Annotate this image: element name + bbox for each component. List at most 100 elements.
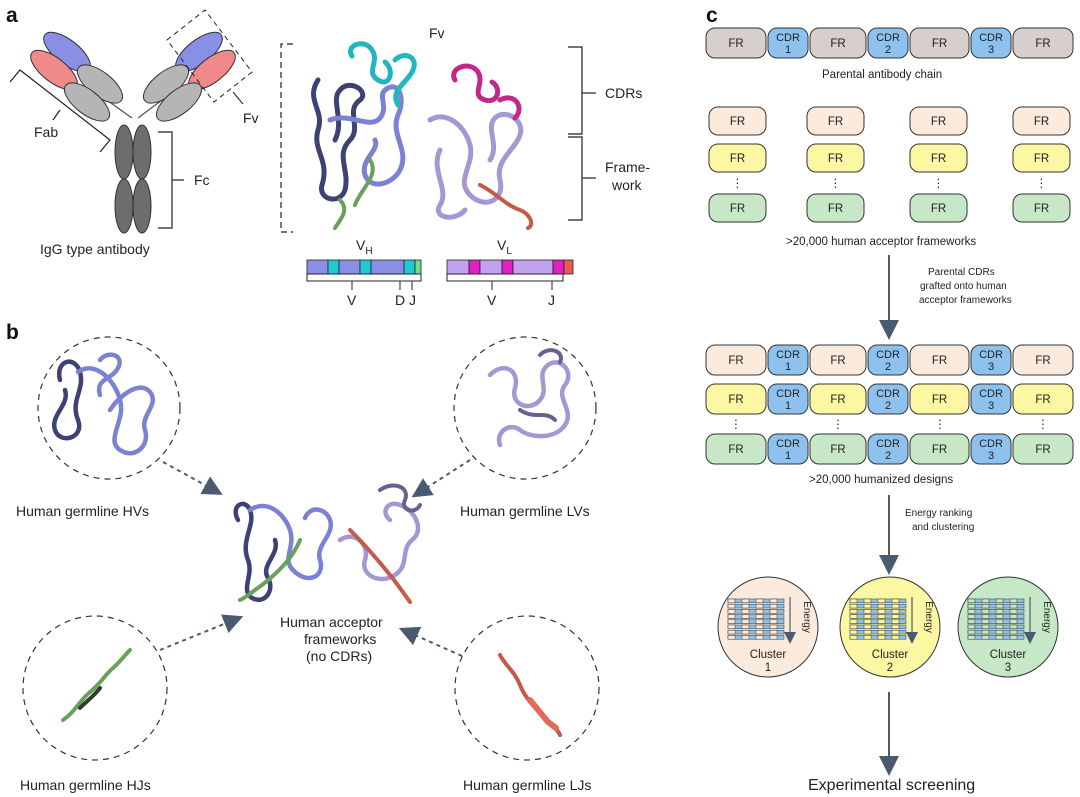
cluster-fr-seg: [877, 635, 886, 640]
fc-bracket: [158, 131, 173, 229]
lj-strand: [527, 697, 559, 731]
fc-domain-ch2-right: [132, 124, 152, 180]
fr-box: [809, 27, 867, 59]
designs-caption: >20,000 humanized designs: [809, 474, 953, 486]
acceptor-fr-text: FR: [1034, 116, 1049, 128]
energy-clusters: EnergyCluster1EnergyCluster2EnergyCluste…: [717, 576, 1059, 678]
lv-arrow: [411, 459, 471, 498]
acceptor-fr-text: FR: [1034, 203, 1049, 215]
vh-bar-segment: [370, 259, 405, 275]
cluster-fr-seg: [1009, 603, 1018, 609]
cluster-fr-seg: [741, 614, 750, 619]
cluster-fr-seg: [891, 598, 900, 604]
fr-box: [705, 27, 767, 59]
fv-dashed-bracket: [280, 43, 293, 233]
acceptor-fr-box: [1012, 193, 1071, 223]
fr-text: FR: [1035, 38, 1050, 50]
acceptor-fr-box: [909, 106, 968, 136]
cluster-fr-seg: [863, 603, 872, 609]
vh-seg-v: V: [347, 292, 357, 308]
cluster-fr-seg: [981, 629, 990, 635]
cdr-text: CDR: [876, 388, 900, 400]
acceptor-dots: ⋮: [830, 178, 842, 190]
vh-seg-j: J: [409, 292, 416, 308]
acceptor-fr-text: FR: [931, 153, 946, 165]
vh-seg-d: D: [395, 292, 405, 308]
fr-text: FR: [728, 38, 743, 50]
hj-structure-dark: [78, 686, 102, 710]
cluster-fr-seg: [877, 603, 886, 609]
vl-bar-segment: [468, 259, 481, 275]
panel-a-letter: a: [6, 4, 18, 27]
vl-ribbon: [427, 111, 524, 220]
cdr-text: CDR: [776, 438, 800, 450]
cluster-fr-seg: [755, 609, 764, 614]
vl-bar-segment: [446, 259, 470, 275]
fv-title: Fv: [429, 25, 445, 41]
cluster-fr-seg: [995, 619, 1004, 624]
design-dots: ⋮: [1037, 419, 1049, 431]
lj-arrow: [398, 626, 463, 657]
acceptor-caption: >20,000 human acceptor frameworks: [786, 236, 976, 248]
acceptor-fr-text: FR: [730, 203, 745, 215]
cdr-box: [970, 383, 1012, 415]
cdr-number: 2: [885, 450, 891, 462]
lv-structure: [487, 348, 571, 448]
acceptor-fr-box: [708, 143, 767, 173]
acceptor-fr-text: FR: [828, 116, 843, 128]
cluster-fr-seg: [769, 635, 778, 640]
fr-box: [909, 433, 970, 465]
right-cl-domain: [155, 82, 203, 122]
cluster-fr-seg: [769, 614, 778, 619]
cluster-fr-seg: [769, 609, 778, 614]
cluster-fr-seg: [863, 598, 872, 604]
cluster-fr-seg: [967, 635, 976, 640]
graft-step-2: grafted onto human: [920, 281, 1007, 292]
cluster-fr-seg: [1009, 635, 1018, 640]
cluster-fr-seg: [755, 598, 764, 604]
vl-bar-segment: [563, 259, 574, 275]
cluster-fr-seg: [877, 629, 886, 635]
vl-seg-j: J: [548, 292, 555, 308]
lj-circle: [454, 615, 600, 761]
fr-box: [1012, 344, 1074, 376]
cluster-fr-seg: [863, 609, 872, 614]
acceptor-fr-box: [1012, 106, 1071, 136]
cluster-fr-seg: [769, 603, 778, 609]
cluster-fr-seg: [741, 629, 750, 635]
fr-box: [809, 344, 867, 376]
fr-text: FR: [932, 38, 947, 50]
cdr-box: [867, 433, 909, 465]
fr-text: FR: [728, 394, 743, 406]
fr-text: FR: [830, 394, 845, 406]
fc-domain-ch2-left: [114, 124, 134, 180]
panel-a: a Fab Fv: [6, 4, 650, 308]
acceptor-fr-box: [909, 143, 968, 173]
cluster-fr-seg: [741, 624, 750, 630]
cluster-fr-seg: [891, 614, 900, 619]
panel-c-letter: c: [706, 4, 718, 27]
cdr-number: 1: [785, 450, 791, 462]
cluster-fr-seg: [849, 624, 858, 630]
fr-text: FR: [830, 38, 845, 50]
cluster-number: 3: [1005, 662, 1011, 674]
cluster-fr-seg: [727, 614, 736, 619]
cluster-number: 1: [765, 662, 771, 674]
hj-structure: [61, 648, 132, 722]
cluster-fr-seg: [891, 629, 900, 635]
cdr-number: 1: [785, 361, 791, 373]
energy-label: Energy: [923, 601, 934, 633]
cluster-fr-seg: [755, 635, 764, 640]
cdr-box: [867, 344, 909, 376]
fr-text: FR: [932, 444, 947, 456]
cdr-text: CDR: [979, 438, 1003, 450]
cluster-fr-seg: [849, 619, 858, 624]
cluster-fr-seg: [995, 609, 1004, 614]
cluster-fr-seg: [769, 629, 778, 635]
acceptor-fr-box: [909, 193, 968, 223]
cluster-fr-seg: [863, 614, 872, 619]
